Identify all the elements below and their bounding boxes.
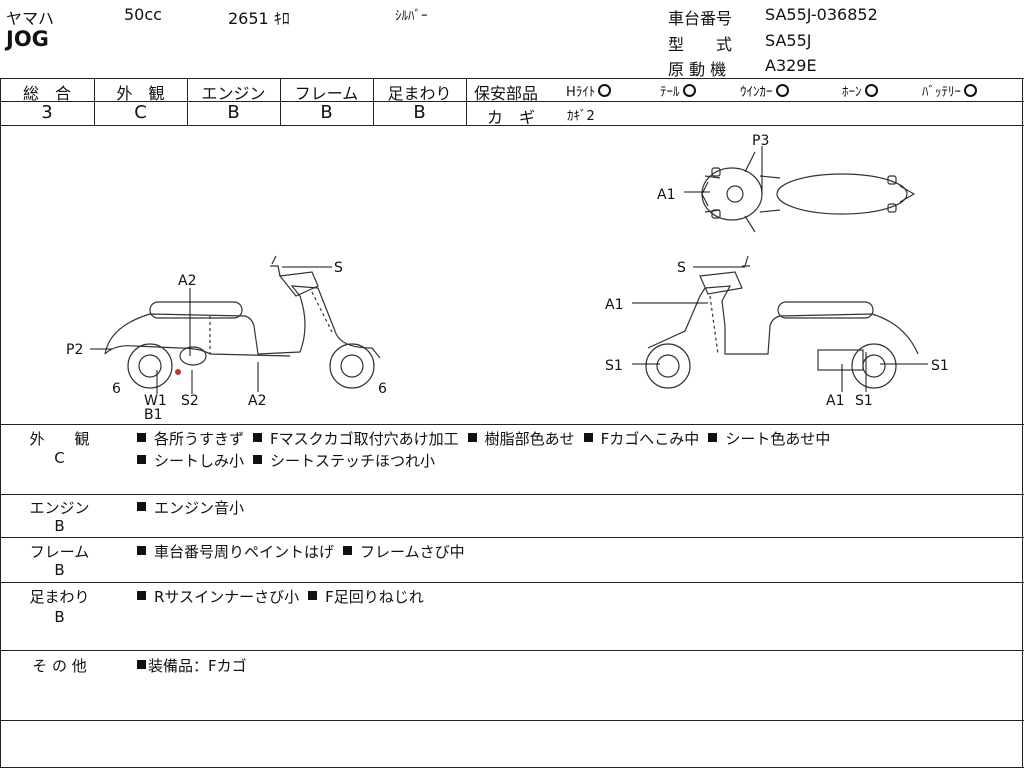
- scooter-right-side-view: [645, 255, 919, 389]
- note-line: 車台番号周りペイントはげフレームさび中: [137, 541, 474, 562]
- grade-value-engine: B: [227, 102, 240, 123]
- key-label: カ ギ: [487, 108, 536, 127]
- type-label: 型 式: [668, 35, 733, 54]
- ok-circle-icon: [775, 84, 789, 97]
- divider: [1022, 78, 1023, 768]
- damage-diagram: S A2 P2 6 W1 B1 S2 A2 6 S A1 S1 A1 S1 S1…: [66, 133, 949, 423]
- diagram-label: S1: [605, 358, 623, 374]
- note-title-frame: フレーム: [29, 543, 90, 561]
- grade-value-frame: B: [320, 102, 333, 123]
- divider: [0, 78, 1024, 79]
- maker: ヤマハ: [6, 9, 55, 28]
- mileage: 2651 ｷﾛ: [228, 9, 290, 28]
- divider: [373, 78, 374, 125]
- ok-circle-icon: [964, 84, 977, 97]
- note-line: 装備品：Fカゴ: [137, 655, 256, 676]
- diagram-label: P2: [66, 342, 83, 358]
- scooter-top-view: [701, 151, 916, 233]
- grade-label-overall: 総 合: [22, 84, 71, 103]
- engine-label: 原 動 機: [668, 60, 727, 79]
- type-value: SA55J: [765, 31, 812, 50]
- divider: [467, 101, 1024, 102]
- safety-label: 保安部品: [474, 84, 539, 103]
- safety-item-tail: ﾃｰﾙ: [660, 81, 696, 100]
- diagram-label: A2: [178, 273, 196, 289]
- diagram-label: S2: [181, 393, 199, 409]
- diagram-label: A2: [248, 393, 266, 409]
- ok-circle-icon: [598, 84, 612, 97]
- note-title-exterior: 外 観: [29, 430, 90, 448]
- divider: [0, 494, 1024, 495]
- frame-no-label: 車台番号: [668, 9, 733, 28]
- safety-item-battery: ﾊﾞｯﾃﾘｰ: [922, 81, 977, 100]
- diagram-label: A1: [826, 393, 844, 409]
- ok-circle-icon: [682, 84, 696, 97]
- diagram-label: W1: [144, 393, 167, 409]
- scooter-left-side-view: [104, 255, 381, 389]
- note-grade-frame: B: [54, 561, 65, 579]
- diagram-label: S: [334, 260, 343, 276]
- diagram-label: A1: [605, 297, 623, 313]
- divider: [466, 78, 467, 125]
- grade-label-exterior: 外 観: [116, 84, 165, 103]
- note-grade-engine: B: [54, 517, 65, 535]
- divider: [0, 582, 1024, 583]
- damage-mark: [175, 369, 181, 375]
- frame-no: SA55J-036852: [765, 5, 878, 24]
- diagram-label: B1: [144, 407, 163, 423]
- diagram-label: S1: [931, 358, 949, 374]
- divider: [187, 78, 188, 125]
- divider: [0, 78, 1, 768]
- divider: [0, 720, 1024, 721]
- grade-value-overall: 3: [41, 102, 53, 123]
- model-name: JOG: [6, 27, 49, 51]
- divider: [0, 125, 1024, 126]
- key-value: ｶｷﾞ2: [567, 109, 595, 124]
- safety-item-horn: ﾎｰﾝ: [842, 81, 878, 100]
- note-grade-suspension: B: [54, 608, 65, 626]
- note-title-suspension: 足まわり: [29, 588, 90, 606]
- grade-label-suspension: 足まわり: [387, 84, 452, 103]
- diagram-label: 6: [378, 381, 387, 397]
- color: ｼﾙﾊﾞｰ: [395, 9, 428, 24]
- diagram-label: S: [677, 260, 686, 276]
- ok-circle-icon: [864, 84, 878, 97]
- diagram-label: P3: [752, 133, 769, 149]
- grade-value-suspension: B: [413, 102, 426, 123]
- divider: [280, 78, 281, 125]
- note-grade-exterior: C: [54, 449, 65, 467]
- diagram-label: S1: [855, 393, 873, 409]
- safety-item-winker: ｳｲﾝｶｰ: [740, 81, 789, 100]
- note-line: エンジン音小: [137, 497, 253, 518]
- grade-label-engine: エンジン: [201, 84, 266, 103]
- note-line: シートしみ小シートステッチほつれ小: [137, 450, 444, 471]
- divider: [0, 650, 1024, 651]
- safety-item-headlight: Hﾗｲﾄ: [566, 81, 612, 100]
- divider: [0, 537, 1024, 538]
- engine-value: A329E: [765, 56, 817, 75]
- divider: [0, 424, 1024, 425]
- displacement: 50cc: [124, 5, 162, 24]
- grade-label-frame: フレーム: [294, 84, 359, 103]
- note-title-other: そ の 他: [32, 657, 87, 675]
- grade-value-exterior: C: [134, 102, 147, 123]
- divider: [0, 101, 520, 102]
- diagram-label: A1: [657, 187, 675, 203]
- note-title-engine: エンジン: [29, 499, 90, 517]
- divider: [94, 78, 95, 125]
- diagram-label: 6: [112, 381, 121, 397]
